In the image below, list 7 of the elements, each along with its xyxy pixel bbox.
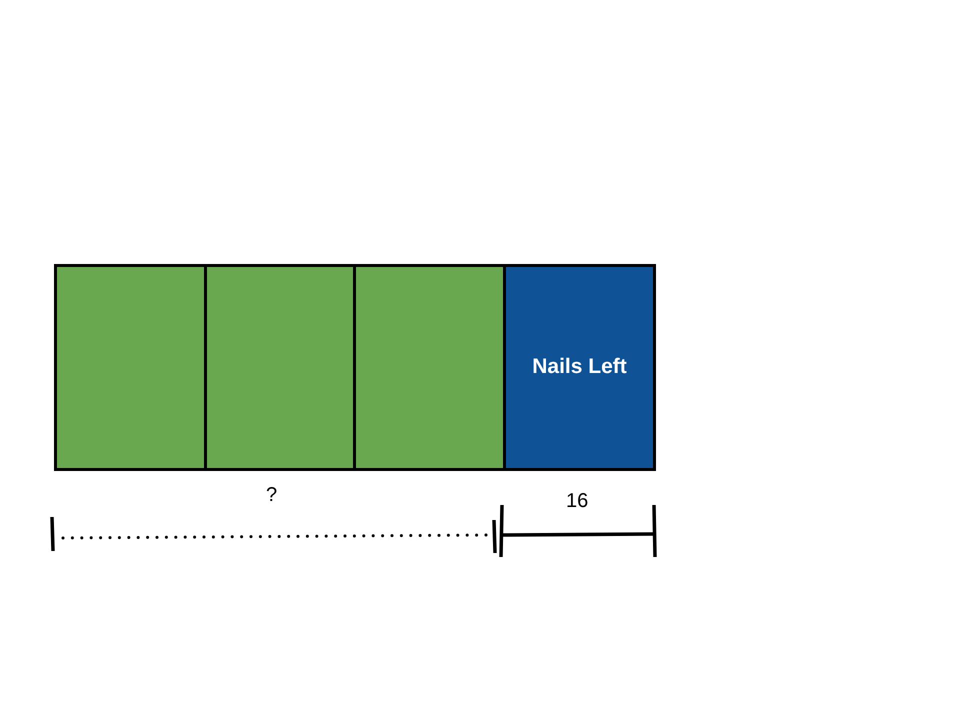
- segment-label: Nails Left: [531, 354, 628, 380]
- dimension-label: 16: [566, 491, 588, 511]
- bar-segment: [204, 264, 356, 471]
- bar-segment: [353, 264, 506, 471]
- bar-segment: [503, 264, 656, 471]
- dimension-label: ?: [266, 485, 278, 505]
- bar-segment: [54, 264, 207, 471]
